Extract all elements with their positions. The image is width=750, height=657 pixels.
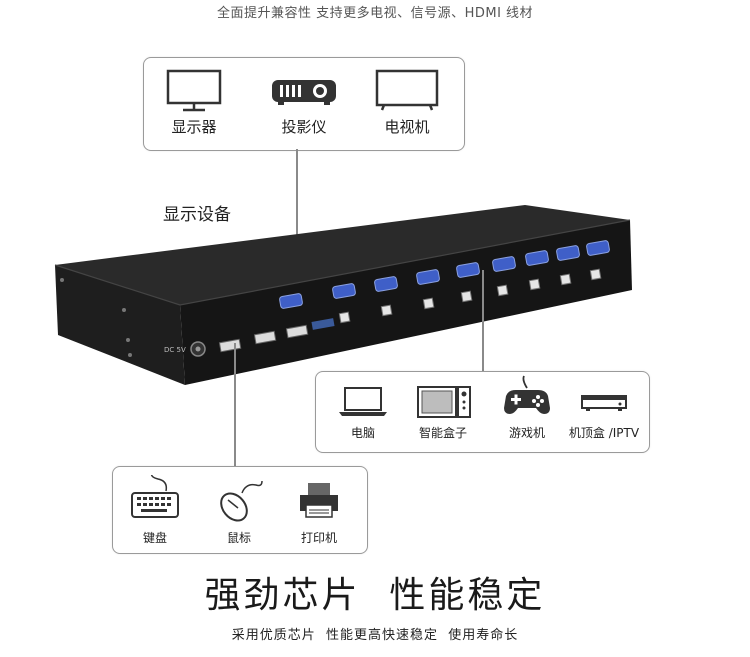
peripheral-item-label: 键盘 — [142, 531, 167, 545]
keyboard-icon — [131, 472, 179, 518]
connector-line-peripherals — [234, 343, 236, 467]
source-item-gamepad: 游戏机 — [496, 374, 558, 441]
monitor-icon — [166, 69, 222, 112]
source-item-label: 智能盒子 — [418, 426, 467, 440]
set-top-box-icon — [581, 395, 627, 411]
kvm-switch-device — [54, 205, 632, 385]
source-item-label: 游戏机 — [508, 426, 545, 440]
peripheral-item-mouse: 鼠标 — [209, 475, 269, 546]
display-item-projector: 投影仪 — [264, 68, 344, 137]
usb-b-ports — [338, 268, 602, 324]
display-item-monitor: 显示器 — [162, 68, 226, 137]
peripheral-item-printer: 打印机 — [289, 475, 349, 546]
headline: 强劲芯片 性能稳定 — [204, 575, 546, 616]
display-item-label: 投影仪 — [281, 118, 327, 136]
source-item-set-top-box: 机顶盒 /IPTV — [561, 384, 647, 441]
connector-line-display — [296, 149, 298, 291]
display-item-label: 显示器 — [171, 118, 217, 136]
laptop-icon — [339, 387, 387, 416]
peripheral-devices-box: 键盘 鼠标 打印机 — [112, 466, 368, 554]
source-item-label: 机顶盒 /IPTV — [568, 426, 640, 440]
connector-line-sources — [482, 270, 484, 372]
source-item-smart-box: 智能盒子 — [408, 384, 478, 441]
peripheral-item-label: 鼠标 — [226, 531, 251, 545]
peripheral-item-label: 打印机 — [300, 531, 337, 545]
display-section-label: 显示设备 — [163, 205, 231, 225]
source-item-laptop: 电脑 — [332, 384, 394, 441]
dc-power-label: DC 5V — [164, 346, 186, 354]
subheadline: 采用优质芯片 性能更高快速稳定 使用寿命长 — [231, 628, 519, 643]
usb-console-ports — [218, 324, 309, 353]
source-devices-box: 电脑 智能盒子 游戏机 — [315, 371, 650, 453]
display-item-label: 电视机 — [384, 118, 430, 136]
display-devices-box: 显示器 投影仪 电视机 — [143, 57, 465, 151]
mouse-icon — [220, 480, 263, 522]
display-item-tv: 电视机 — [372, 68, 442, 137]
projector-icon — [272, 80, 336, 105]
smart-box-icon — [417, 386, 471, 418]
source-item-label: 电脑 — [350, 426, 375, 440]
printer-icon — [300, 483, 338, 518]
vga-ports — [279, 240, 610, 309]
top-caption: 全面提升兼容性 支持更多电视、信号源、HDMI 线材 — [216, 6, 534, 21]
gamepad-icon — [504, 375, 550, 414]
peripheral-item-keyboard: 键盘 — [125, 472, 185, 546]
tv-icon — [375, 69, 439, 111]
